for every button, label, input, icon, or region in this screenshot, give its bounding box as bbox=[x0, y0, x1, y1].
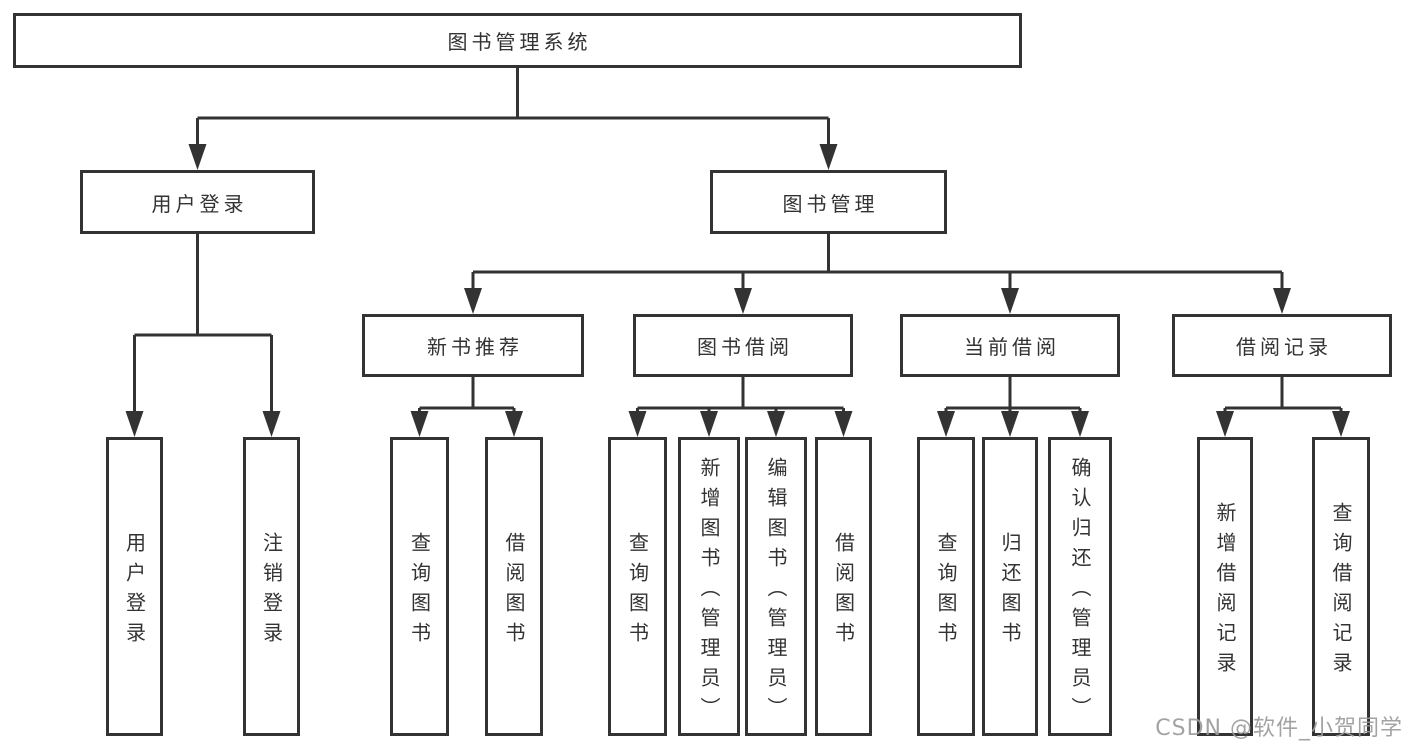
arrowhead bbox=[505, 411, 523, 437]
leaf-borrowing-edit-books-admin-label: 编辑图书（管理员） bbox=[764, 456, 788, 727]
node-book-borrowing-label: 图书借阅 bbox=[697, 335, 793, 359]
leaf-current-return-books: 归还图书 bbox=[982, 437, 1038, 736]
leaf-records-query-record: 查询借阅记录 bbox=[1312, 437, 1370, 736]
arrowhead bbox=[464, 288, 482, 314]
arrowhead bbox=[1001, 288, 1019, 314]
node-borrowing-records-label: 借阅记录 bbox=[1236, 335, 1332, 359]
leaf-records-query-record-label: 查询借阅记录 bbox=[1329, 501, 1353, 682]
csdn-watermark: CSDN @软件_小贺同学 bbox=[1155, 716, 1403, 741]
node-current-borrowing: 当前借阅 bbox=[900, 314, 1120, 377]
arrowhead bbox=[700, 411, 718, 437]
node-new-book-recommendation-label: 新书推荐 bbox=[427, 335, 523, 359]
arrowhead bbox=[734, 288, 752, 314]
leaf-newrec-borrow-books-label: 借阅图书 bbox=[502, 531, 526, 652]
leaf-borrowing-edit-books-admin: 编辑图书（管理员） bbox=[745, 437, 807, 736]
node-book-management-label: 图书管理 bbox=[782, 191, 879, 216]
arrowhead bbox=[1071, 411, 1089, 437]
leaf-borrowing-query-books-label: 查询图书 bbox=[625, 531, 650, 652]
leaf-borrowing-add-books-admin-label: 新增图书（管理员） bbox=[697, 456, 721, 727]
arrowhead bbox=[834, 411, 853, 437]
leaf-borrowing-borrow-books: 借阅图书 bbox=[815, 437, 872, 736]
arrowhead bbox=[628, 411, 647, 437]
arrowhead bbox=[819, 144, 838, 170]
leaf-user-login-label: 用户登录 bbox=[122, 531, 147, 652]
node-borrowing-records: 借阅记录 bbox=[1172, 314, 1392, 377]
arrowhead bbox=[1001, 411, 1019, 437]
arrowhead bbox=[1332, 411, 1350, 437]
leaf-current-return-books-label: 归还图书 bbox=[998, 531, 1022, 652]
arrowhead bbox=[410, 411, 429, 437]
leaf-newrec-borrow-books: 借阅图书 bbox=[485, 437, 543, 736]
arrowhead bbox=[188, 144, 207, 170]
leaf-borrowing-borrow-books-label: 借阅图书 bbox=[831, 531, 856, 652]
leaf-newrec-query-books: 查询图书 bbox=[390, 437, 449, 736]
leaf-current-confirm-return-admin: 确认归还（管理员） bbox=[1048, 437, 1112, 736]
node-new-book-recommendation: 新书推荐 bbox=[362, 314, 584, 377]
node-library-system: 图书管理系统 bbox=[13, 13, 1022, 68]
leaf-current-query-books: 查询图书 bbox=[917, 437, 975, 736]
arrowhead bbox=[125, 411, 144, 437]
leaf-logout: 注销登录 bbox=[243, 437, 300, 736]
arrowhead bbox=[1216, 411, 1234, 437]
leaf-records-add-record: 新增借阅记录 bbox=[1197, 437, 1253, 736]
leaf-newrec-query-books-label: 查询图书 bbox=[407, 531, 432, 652]
node-book-management: 图书管理 bbox=[710, 170, 947, 234]
arrowhead bbox=[937, 411, 955, 437]
arrowhead bbox=[262, 411, 281, 437]
arrowhead bbox=[767, 411, 785, 437]
node-user-login: 用户登录 bbox=[80, 170, 315, 234]
arrowhead bbox=[1273, 288, 1291, 314]
leaf-logout-label: 注销登录 bbox=[259, 531, 284, 652]
leaf-current-confirm-return-admin-label: 确认归还（管理员） bbox=[1068, 456, 1092, 727]
node-book-borrowing: 图书借阅 bbox=[633, 314, 853, 377]
node-user-login-label: 用户登录 bbox=[151, 191, 248, 216]
leaf-current-query-books-label: 查询图书 bbox=[934, 531, 958, 652]
leaf-records-add-record-label: 新增借阅记录 bbox=[1213, 501, 1237, 682]
node-library-system-label: 图书管理系统 bbox=[447, 30, 592, 54]
node-current-borrowing-label: 当前借阅 bbox=[964, 335, 1060, 359]
leaf-borrowing-add-books-admin: 新增图书（管理员） bbox=[678, 437, 740, 736]
leaf-borrowing-query-books: 查询图书 bbox=[608, 437, 667, 736]
leaf-user-login: 用户登录 bbox=[106, 437, 163, 736]
